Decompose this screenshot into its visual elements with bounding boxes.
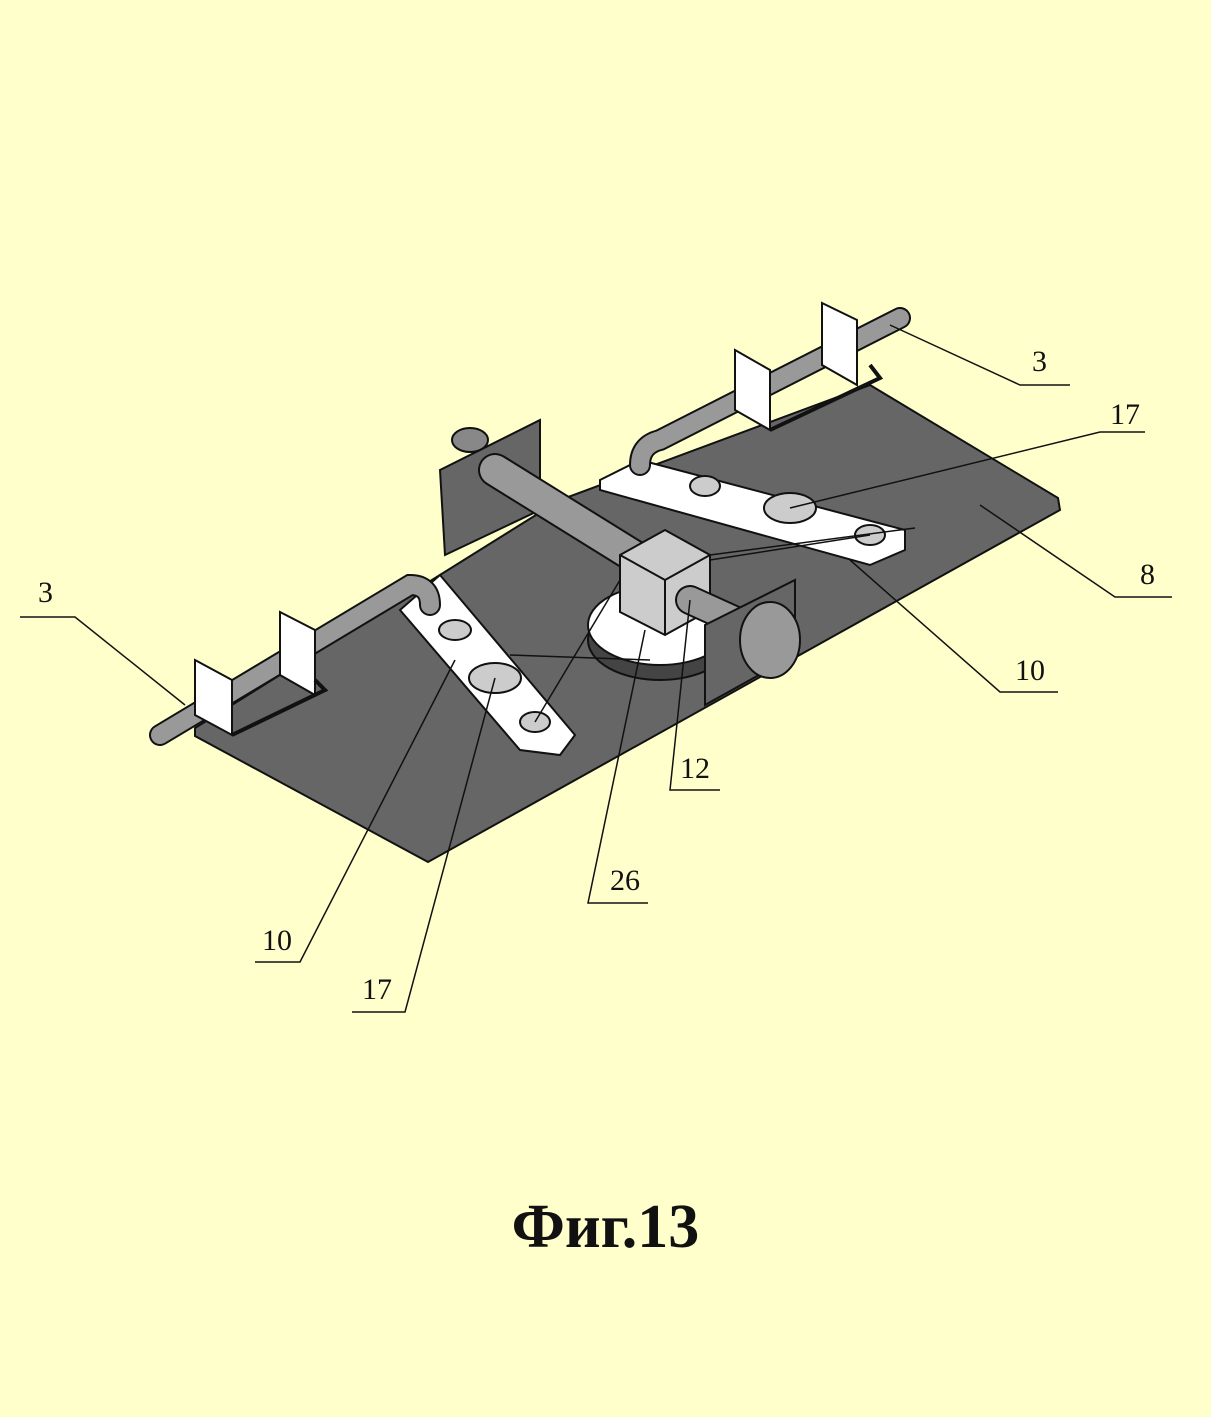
- label-lever-right: 10: [1015, 654, 1045, 687]
- label-lever-left: 10: [262, 924, 292, 957]
- label-rod-right: 3: [1032, 345, 1047, 378]
- label-shaft: 12: [680, 752, 710, 785]
- label-rod-left: 3: [38, 576, 53, 609]
- label-lever-pin-left: 17: [362, 973, 392, 1006]
- figure-caption: Фиг.13: [511, 1193, 700, 1261]
- leader-lines: [20, 324, 1172, 1013]
- label-plate: 8: [1140, 558, 1155, 591]
- knob: [739, 601, 801, 679]
- label-pulley: 26: [610, 864, 640, 897]
- label-lever-pin-right: 17: [1110, 398, 1140, 431]
